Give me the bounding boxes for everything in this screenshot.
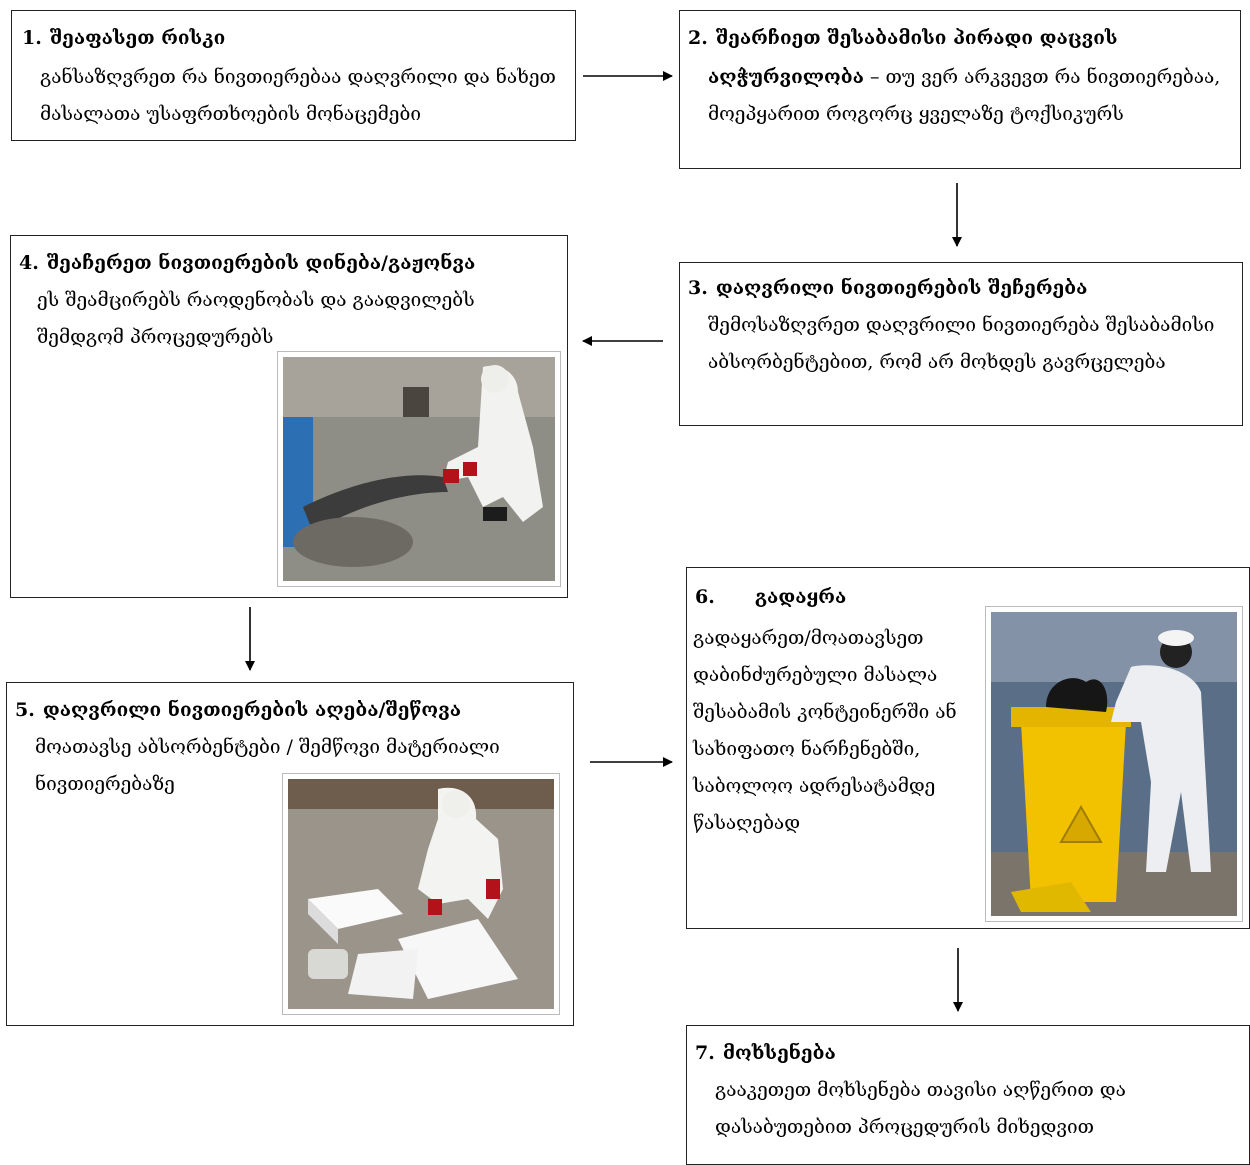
step-7-title: 7. მოხსენება [695,1042,836,1065]
step-3-title: 3. დაღვრილი ნივთიერების შეჩერება [688,277,1087,300]
step-6-box: 6. გადაყრა გადაყარეთ/მოათავსეთ დაბინძურებ… [686,567,1250,929]
step-4-photo [277,351,561,587]
step-7-description: გააკეთეთ მოხსენება თავისი აღწერით და დას… [715,1079,1126,1138]
step-6-title-text: გადაყრა [754,586,847,608]
step-4-number: 4. [19,252,39,274]
step-5-number: 5. [15,699,35,721]
step-4-description: ეს შეამცირებს რაოდენობას და გაადვილებს შ… [37,289,475,348]
worker-blocking-leak-illustration [283,357,555,581]
step-7-box: 7. მოხსენება გააკეთეთ მოხსენება თავისი აღ… [686,1025,1250,1165]
step-5-photo [282,773,560,1015]
step-6-photo [985,606,1243,922]
step-4-title-text: შეაჩერეთ ნივთიერების დინება/გაჟონვა [46,252,476,274]
step-5-description: მოათავსე აბსორბენტები / შემწოვი მატერიალ… [35,736,500,795]
step-3-title-text: დაღვრილი ნივთიერების შეჩერება [715,277,1088,299]
step-2-description-bold: აღჭურვილობა [708,66,864,88]
step-6-number: 6. [695,586,715,608]
step-3-number: 3. [688,277,708,299]
step-2-description: აღჭურვილობა – თუ ვერ არკვევთ რა ნივთიერე… [708,59,1228,133]
step-4-title: 4. შეაჩერეთ ნივთიერების დინება/გაჟონვა [19,252,475,275]
step-1-title-text: შეაფასეთ რისკი [49,27,226,49]
step-1-title: 1. შეაფასეთ რისკი [22,27,225,50]
worker-absorbent-pads-illustration [288,779,554,1009]
step-1-number: 1. [22,27,42,49]
step-5-box: 5. დაღვრილი ნივთიერების აღება/შეწოვა მოათ… [6,682,574,1026]
step-2-title-text: შეარჩიეთ შესაბამისი პირადი დაცვის [715,27,1118,49]
step-3-description: შემოსაზღვრეთ დაღვრილი ნივთიერება შესაბამ… [708,314,1215,373]
step-5-title-text: დაღვრილი ნივთიერების აღება/შეწოვა [42,699,462,721]
step-2-description-text: – თუ ვერ არკვევთ რა ნივთიერებაა, მოეპყარ… [708,66,1221,125]
step-7-number: 7. [695,1042,715,1064]
step-5-title: 5. დაღვრილი ნივთიერების აღება/შეწოვა [15,699,461,722]
step-1-description: განსაზღვრეთ რა ნივთიერებაა დაღვრილი და ნ… [40,66,556,125]
step-6-description: გადაყარეთ/მოათავსეთ დაბინძურებული მასალა… [693,627,957,834]
step-2-title: 2. შეარჩიეთ შესაბამისი პირადი დაცვის [688,27,1118,50]
step-6-title: 6. გადაყრა [695,586,846,609]
step-2-number: 2. [688,27,708,49]
step-1-box: 1. შეაფასეთ რისკი განსაზღვრეთ რა ნივთიერე… [11,10,576,141]
step-2-box: 2. შეარჩიეთ შესაბამისი პირადი დაცვის აღჭუ… [679,10,1241,169]
step-3-box: 3. დაღვრილი ნივთიერების შეჩერება შემოსაზღ… [679,262,1243,426]
step-4-box: 4. შეაჩერეთ ნივთიერების დინება/გაჟონვა ეს… [10,235,568,598]
worker-waste-container-illustration [991,612,1237,916]
step-7-title-text: მოხსენება [722,1042,836,1064]
